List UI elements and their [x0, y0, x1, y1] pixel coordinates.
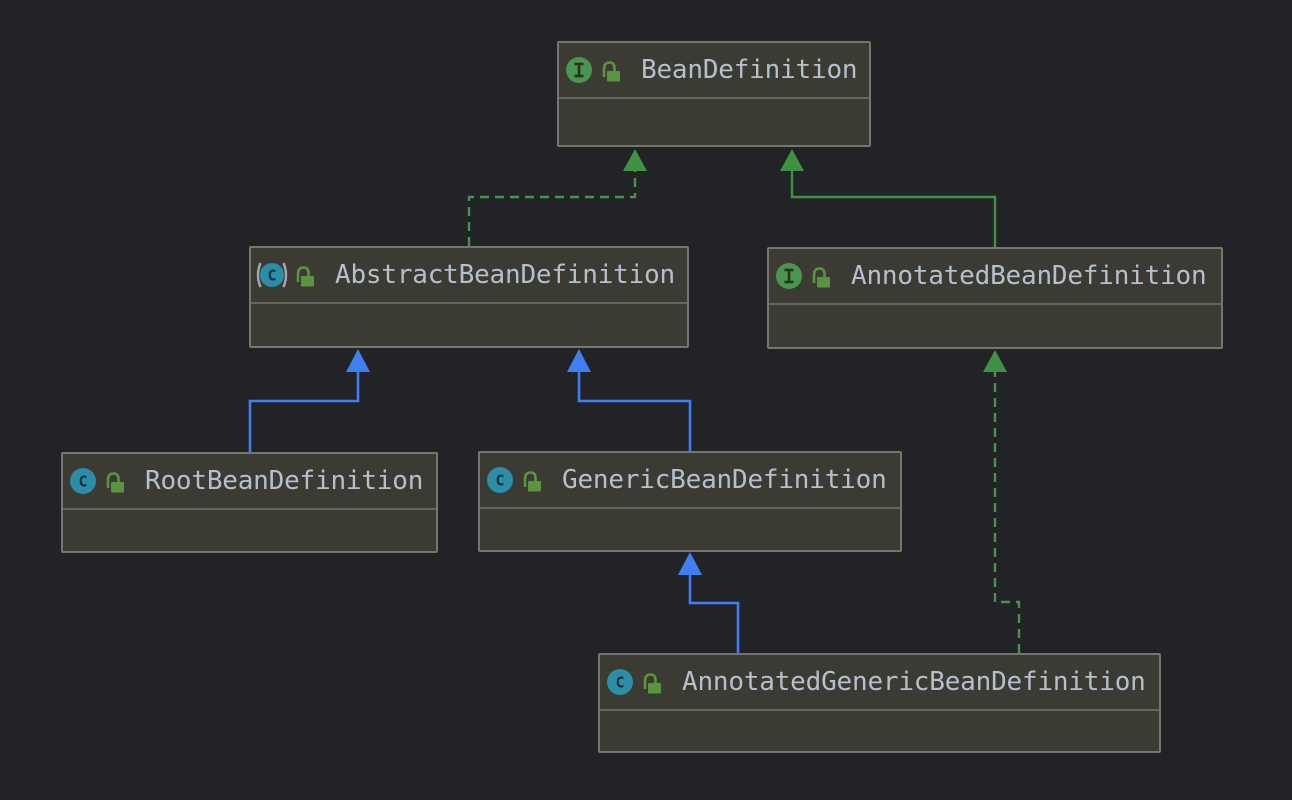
class-icon: C: [487, 467, 513, 493]
class-name-label: RootBeanDefinition: [145, 466, 424, 496]
uml-node-abstractbeandefinition[interactable]: C AbstractBeanDefinition: [249, 246, 689, 348]
node-title: C AbstractBeanDefinition: [251, 248, 687, 304]
public-unlocked-icon: [522, 469, 541, 492]
abstract-class-icon: C: [253, 261, 291, 289]
node-members-compartment: [480, 509, 900, 550]
edge-annotatedbeandefinition-extends-beandefinition: [780, 149, 997, 247]
public-unlocked-icon: [642, 671, 661, 694]
class-icon: C: [70, 468, 96, 494]
extends-arrowhead: [346, 349, 370, 372]
class-icon: C: [607, 669, 633, 695]
node-members-compartment: [63, 510, 436, 551]
interface-icon: [566, 57, 592, 83]
class-name-label: AnnotatedGenericBeanDefinition: [682, 667, 1146, 697]
node-members-compartment: [559, 99, 869, 145]
edge-annotatedgenericbeandefinition-extends-genericbeandefinition: [678, 552, 740, 653]
public-unlocked-icon: [811, 265, 830, 288]
node-members-compartment: [769, 305, 1221, 347]
class-name-label: AnnotatedBeanDefinition: [851, 261, 1207, 291]
extends-arrowhead: [567, 349, 591, 372]
class-name-label: GenericBeanDefinition: [562, 465, 887, 495]
extends-arrowhead: [780, 149, 804, 171]
node-title: C RootBeanDefinition: [63, 454, 436, 510]
public-unlocked-icon: [601, 59, 620, 82]
uml-node-annotatedbeandefinition[interactable]: AnnotatedBeanDefinition: [767, 247, 1223, 349]
extends-arrowhead: [678, 552, 702, 575]
edge-abstractbeandefinition-implements-beandefinition: [467, 149, 647, 246]
public-unlocked-icon: [105, 470, 124, 493]
node-title: AnnotatedBeanDefinition: [769, 249, 1221, 305]
class-name-label: BeanDefinition: [641, 55, 858, 85]
implements-arrowhead: [623, 149, 647, 171]
svg-text:C: C: [615, 674, 624, 692]
node-title: C GenericBeanDefinition: [480, 453, 900, 509]
svg-text:C: C: [495, 472, 504, 490]
interface-icon: [776, 263, 802, 289]
implements-arrowhead: [983, 350, 1007, 372]
edge-rootbeandefinition-extends-abstractbeandefinition: [248, 349, 370, 452]
svg-text:C: C: [78, 473, 87, 491]
node-title: BeanDefinition: [559, 43, 869, 99]
uml-node-annotatedgenericbeandefinition[interactable]: C AnnotatedGenericBeanDefinition: [598, 653, 1161, 753]
edge-genericbeandefinition-extends-abstractbeandefinition: [567, 349, 692, 451]
edge-annotatedgenericbeandefinition-implements-annotatedbeandefinition: [983, 350, 1021, 653]
class-name-label: AbstractBeanDefinition: [335, 260, 675, 290]
node-title: C AnnotatedGenericBeanDefinition: [600, 655, 1159, 711]
svg-text:C: C: [267, 267, 276, 285]
uml-node-beandefinition[interactable]: BeanDefinition: [557, 41, 871, 147]
public-unlocked-icon: [295, 264, 314, 287]
uml-node-genericbeandefinition[interactable]: C GenericBeanDefinition: [478, 451, 902, 552]
node-members-compartment: [600, 711, 1159, 751]
uml-node-rootbeandefinition[interactable]: C RootBeanDefinition: [61, 452, 438, 553]
node-members-compartment: [251, 304, 687, 346]
